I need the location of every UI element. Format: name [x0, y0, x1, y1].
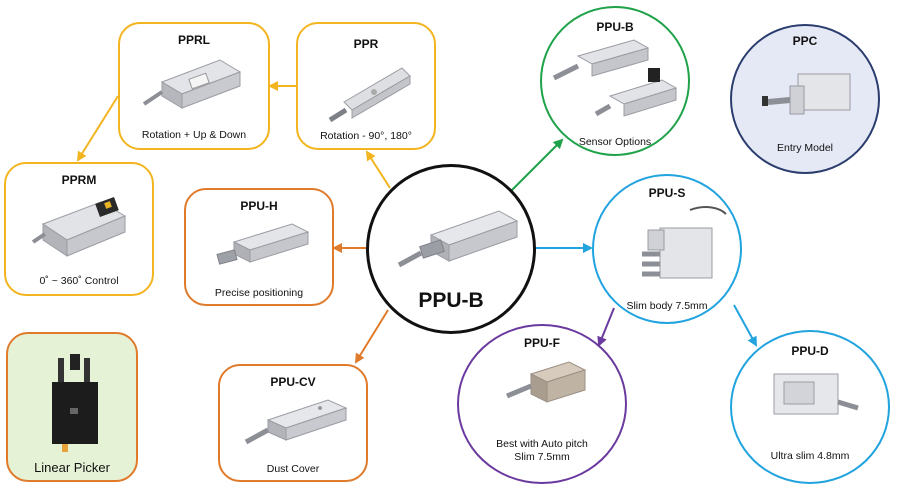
actuator-image	[552, 39, 678, 117]
node-caption: Entry Model	[776, 142, 834, 154]
actuator-image	[773, 373, 859, 415]
actuator-image	[31, 197, 127, 257]
arrow-ppub-to-sensor	[509, 138, 564, 193]
picker-image	[52, 354, 98, 452]
node-title: PPU-B	[596, 20, 634, 34]
node-title: PPC	[792, 34, 818, 48]
node-title: PPU-CV	[270, 375, 316, 389]
node-title: PPU-D	[791, 344, 829, 358]
node-center-ppu-b: PPU-B	[366, 164, 536, 334]
node-caption: Sensor Options	[578, 136, 652, 148]
node-linear-picker: Linear Picker	[6, 332, 138, 482]
node-caption: Ultra slim 4.8mm	[770, 450, 850, 462]
node-pprl: PPRL Rotation + Up & Down	[118, 22, 270, 150]
node-ppu-f: PPU-F Best with Auto pitch Slim 7.5mm	[457, 324, 627, 484]
node-caption: Rotation + Up & Down	[141, 129, 247, 141]
actuator-image	[762, 73, 851, 115]
node-title: PPU-S	[648, 186, 686, 200]
node-ppu-s: PPU-S Slim body 7.5mm	[592, 174, 742, 324]
node-caption-line2: Slim 7.5mm	[514, 451, 570, 463]
actuator-image	[244, 399, 348, 445]
node-caption: 0˚ ~ 360˚ Control	[39, 275, 119, 287]
node-caption: Slim body 7.5mm	[626, 300, 708, 312]
arrow-ppus-to-ppuf	[597, 307, 615, 347]
actuator-image	[642, 206, 727, 279]
actuator-image	[506, 361, 587, 403]
node-ppu-b-sensor: PPU-B Sensor Options	[540, 6, 690, 156]
node-ppu-d: PPU-D Ultra slim 4.8mm	[730, 330, 890, 484]
actuator-image	[328, 67, 411, 123]
node-ppc: PPC Entry Model	[730, 24, 880, 174]
node-title: PPU-H	[240, 199, 278, 213]
arrow-ppub-to-ppucv	[354, 309, 389, 364]
actuator-image	[142, 59, 242, 109]
node-pprm: PPRM 0˚ ~ 360˚ Control	[4, 162, 154, 296]
arrow-pprl-to-pprm	[76, 95, 119, 162]
node-caption-line1: Best with Auto pitch	[496, 438, 588, 450]
node-title: PPRM	[61, 173, 97, 187]
node-title: PPRL	[177, 33, 210, 47]
node-title: PPR	[353, 37, 379, 51]
node-ppr: PPR Rotation - 90°, 180°	[296, 22, 436, 150]
node-ppu-cv: PPU-CV Dust Cover	[218, 364, 368, 482]
arrow-ppus-to-ppud	[733, 304, 757, 347]
node-title: PPU-F	[524, 336, 560, 350]
node-caption: Linear Picker	[34, 460, 110, 475]
node-caption: Precise positioning	[214, 287, 304, 299]
node-caption: Rotation - 90°, 180°	[320, 130, 412, 142]
center-title: PPU-B	[418, 289, 484, 312]
arrow-ppub-to-ppr	[365, 150, 391, 189]
node-caption: Dust Cover	[266, 463, 320, 475]
node-ppu-h: PPU-H Precise positioning	[184, 188, 334, 306]
actuator-image	[216, 223, 310, 265]
actuator-image	[397, 210, 519, 268]
